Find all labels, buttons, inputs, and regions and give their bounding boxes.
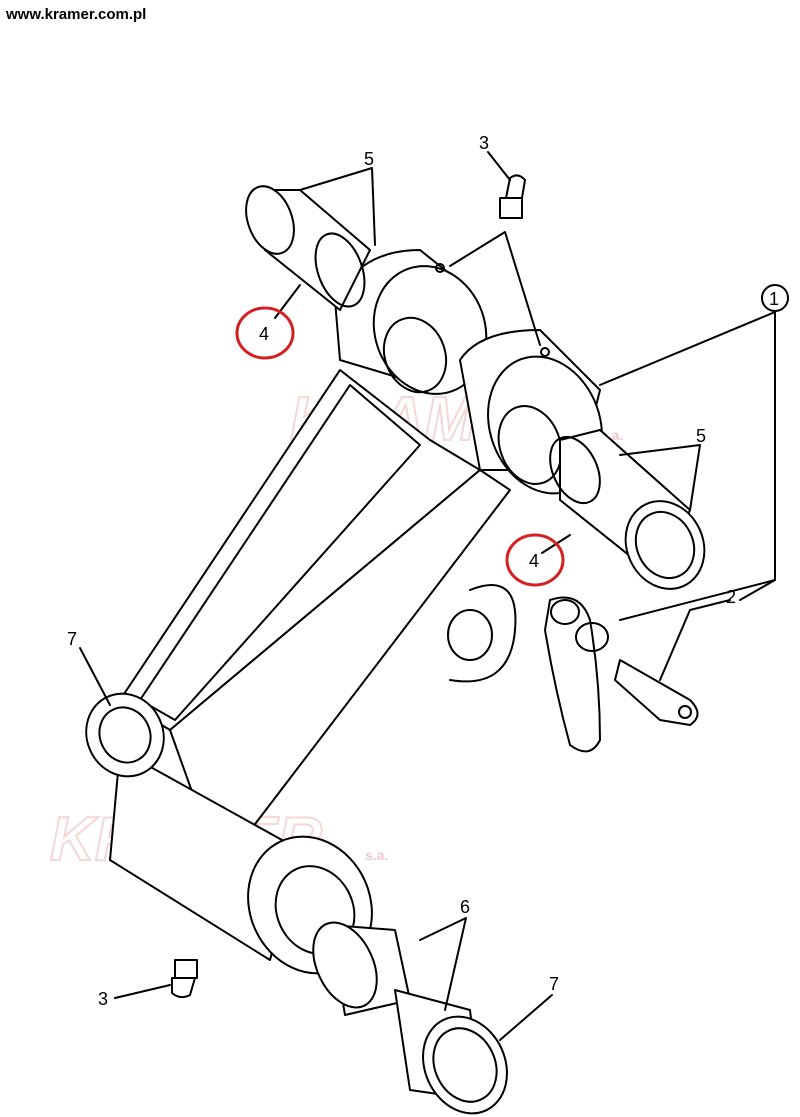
callout-6: 6	[460, 897, 470, 917]
callout-2: 2	[726, 587, 736, 607]
callout-3-bottom: 3	[98, 989, 108, 1009]
bottom-bushings	[312, 921, 508, 1115]
svg-text:4: 4	[259, 324, 269, 344]
callout-5-right: 5	[696, 426, 706, 446]
svg-text:1: 1	[769, 289, 779, 309]
grease-nipple-bottom	[171, 959, 198, 999]
grease-nipple-top	[499, 174, 526, 219]
arm-body	[119, 369, 517, 871]
shackle-pin	[544, 596, 699, 753]
callout-1: 1	[761, 284, 789, 312]
leader-lines	[79, 151, 776, 1041]
callout-3-top: 3	[479, 133, 489, 153]
site-url: www.kramer.com.pl	[6, 6, 147, 23]
callout-4-right-highlighted: 4	[505, 533, 565, 587]
bushings-left	[245, 185, 371, 311]
callout-7-right: 7	[549, 974, 559, 994]
callout-7-left: 7	[67, 629, 77, 649]
svg-text:4: 4	[529, 551, 539, 571]
bushings-right	[549, 429, 706, 590]
svg-text:s.a.: s.a.	[365, 847, 388, 863]
callout-5-top: 5	[364, 149, 374, 169]
callout-4-left-highlighted: 4	[235, 306, 295, 360]
